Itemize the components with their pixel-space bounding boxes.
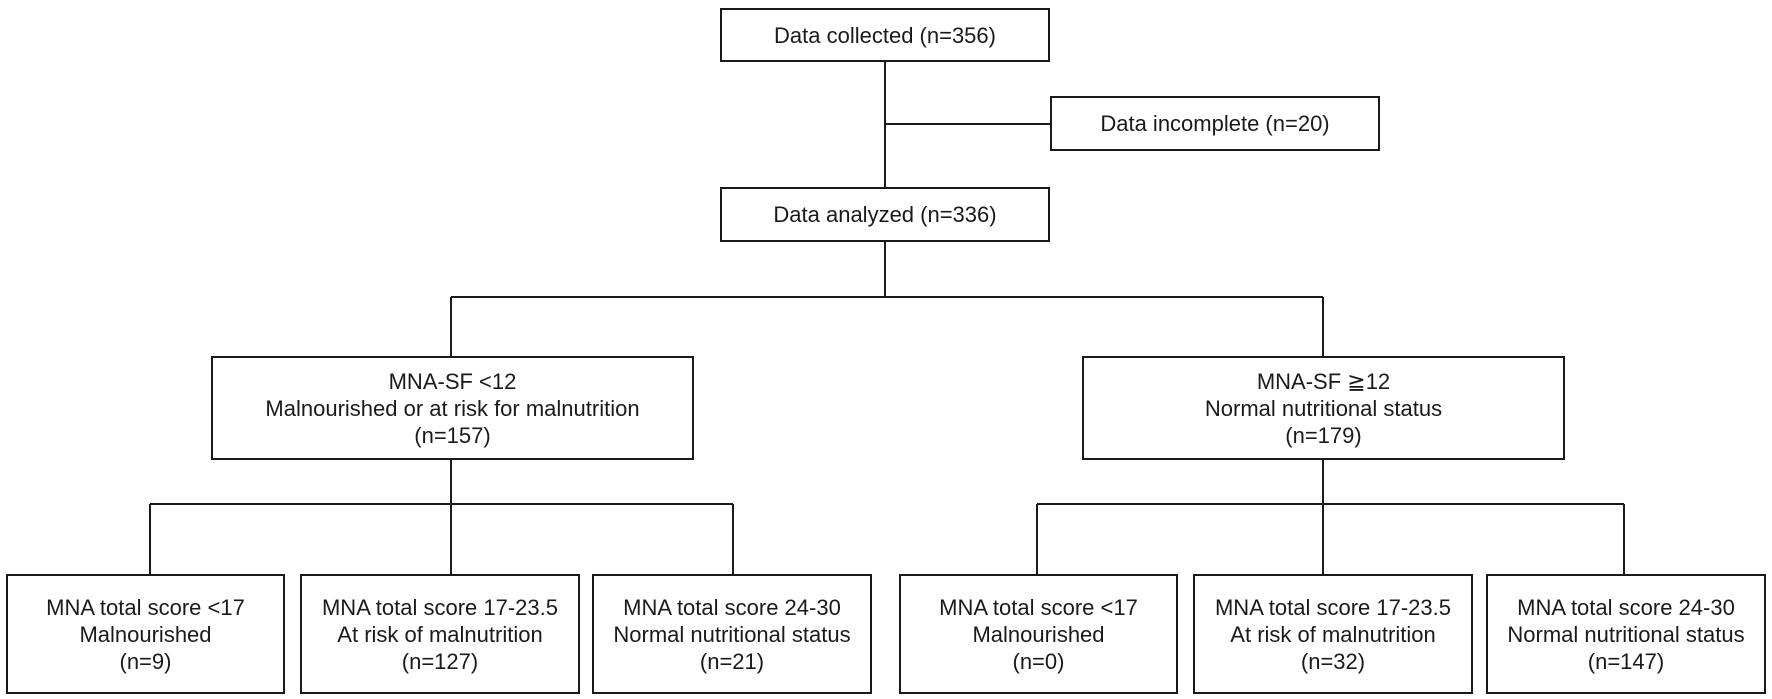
box-subtitle: Malnourished <box>972 621 1105 647</box>
box-label: Data incomplete (n=20) <box>1100 111 1330 136</box>
box-title: MNA total score 24-30 <box>623 594 841 620</box>
box-count: (n=9) <box>119 648 172 674</box>
box-subtitle: Normal nutritional status <box>613 621 851 647</box>
box-high-normal: MNA total score 24-30 Normal nutritional… <box>1486 574 1766 694</box>
box-count: (n=179) <box>1285 422 1362 448</box>
box-high-malnourished: MNA total score <17 Malnourished (n=0) <box>899 574 1178 694</box>
box-low-at-risk: MNA total score 17-23.5 At risk of malnu… <box>300 574 580 694</box>
box-title: MNA-SF <12 <box>388 368 517 394</box>
box-title: MNA total score 24-30 <box>1517 594 1735 620</box>
box-subtitle: Normal nutritional status <box>1204 395 1443 421</box>
box-count: (n=32) <box>1300 648 1366 674</box>
box-title: MNA total score <17 <box>46 594 245 620</box>
box-count: (n=21) <box>699 648 765 674</box>
box-count: (n=147) <box>1587 648 1665 674</box>
box-title: MNA total score <17 <box>939 594 1138 620</box>
box-subtitle: Malnourished <box>79 621 212 647</box>
box-subtitle: Malnourished or at risk for malnutrition <box>265 395 640 421</box>
box-title: MNA total score 17-23.5 <box>1214 594 1451 620</box>
box-title: MNA total score 17-23.5 <box>321 594 558 620</box>
box-data-collected: Data collected (n=356) <box>720 8 1050 62</box>
box-subtitle: Normal nutritional status <box>1507 621 1745 647</box>
box-title: MNA-SF ≧12 <box>1256 368 1391 394</box>
box-mna-sf-high: MNA-SF ≧12 Normal nutritional status (n=… <box>1082 356 1565 460</box>
box-data-incomplete: Data incomplete (n=20) <box>1050 96 1380 151</box>
box-count: (n=157) <box>414 422 491 448</box>
box-low-normal: MNA total score 24-30 Normal nutritional… <box>592 574 872 694</box>
box-label: Data analyzed (n=336) <box>773 202 997 227</box>
box-count: (n=127) <box>401 648 479 674</box>
box-mna-sf-low: MNA-SF <12 Malnourished or at risk for m… <box>211 356 694 460</box>
box-label: Data collected (n=356) <box>774 22 996 48</box>
box-data-analyzed: Data analyzed (n=336) <box>720 187 1050 242</box>
box-subtitle: At risk of malnutrition <box>1230 621 1436 647</box>
box-high-at-risk: MNA total score 17-23.5 At risk of malnu… <box>1193 574 1473 694</box>
box-count: (n=0) <box>1012 648 1065 674</box>
box-subtitle: At risk of malnutrition <box>337 621 543 647</box>
box-low-malnourished: MNA total score <17 Malnourished (n=9) <box>6 574 285 694</box>
